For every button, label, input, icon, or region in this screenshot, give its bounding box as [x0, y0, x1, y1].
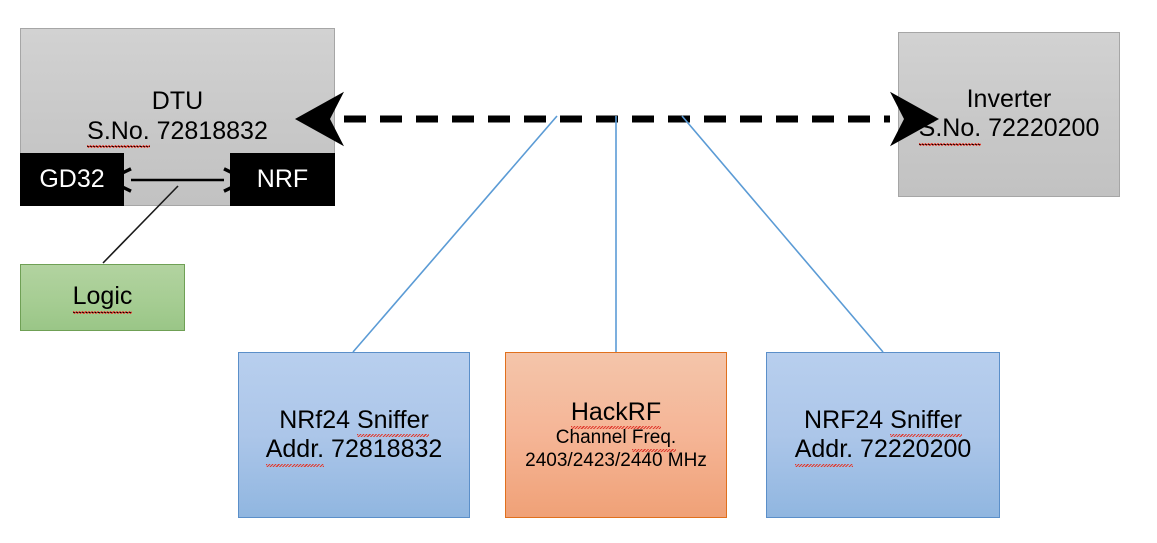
sniffer-left-kind: Sniffer — [357, 405, 429, 437]
hackrf-channel-word: Channel — [555, 427, 632, 449]
sniffer-left-model: NRf24 — [279, 405, 357, 434]
sniffer-right-addr-space — [853, 435, 860, 463]
sniffer-left-addr-prefix: Addr. — [265, 435, 325, 466]
link-sniffer-right-tap — [681, 115, 884, 353]
sniffer-right-line1: NRF24 Sniffer — [804, 405, 962, 437]
hackrf-frequencies: 2403/2423/2440 MHz — [525, 449, 707, 471]
node-nrf[interactable]: NRF — [230, 153, 335, 206]
logic-label: Logic — [72, 282, 133, 314]
inverter-serial-prefix: S.No. — [918, 114, 982, 145]
hackrf-title: HackRF — [570, 397, 662, 429]
sniffer-right-line2: Addr. 72220200 — [794, 435, 972, 466]
inverter-serial-number: 72220200 — [988, 114, 1100, 142]
sniffer-right-addr-prefix: Addr. — [794, 435, 854, 466]
gd32-label: GD32 — [39, 164, 105, 193]
node-sniffer-left[interactable]: NRf24 Sniffer Addr. 72818832 — [238, 352, 470, 518]
link-sniffer-left-tap — [352, 115, 558, 353]
dtu-serial-value — [150, 117, 157, 145]
dtu-title: DTU — [151, 87, 204, 115]
node-sniffer-right[interactable]: NRF24 Sniffer Addr. 72220200 — [766, 352, 1000, 518]
inverter-title: Inverter — [966, 84, 1052, 113]
sniffer-right-addr-value: 72220200 — [860, 435, 972, 463]
hackrf-title-wrap: HackRF — [570, 397, 662, 429]
sniffer-right-kind: Sniffer — [890, 405, 962, 437]
node-hackrf[interactable]: HackRF Channel Freq. 2403/2423/2440 MHz — [505, 352, 727, 518]
node-logic[interactable]: Logic — [20, 264, 185, 331]
sniffer-right-model: NRF24 — [804, 405, 891, 434]
dtu-serial: S.No. 72818832 — [87, 117, 268, 148]
sniffer-left-addr-space — [324, 435, 331, 463]
sniffer-left-line1: NRf24 Sniffer — [279, 405, 429, 437]
logic-label-wrap: Logic — [72, 282, 133, 314]
nrf-label: NRF — [256, 164, 309, 193]
sniffer-left-addr-value: 72818832 — [331, 435, 443, 463]
inverter-serial: S.No. 72220200 — [918, 114, 1100, 145]
dtu-serial-number: 72818832 — [156, 116, 268, 145]
hackrf-freq-word: Freq. — [631, 427, 677, 453]
dtu-serial-prefix: S.No. — [87, 117, 150, 148]
node-gd32[interactable]: GD32 — [20, 153, 124, 206]
hackrf-sub1: Channel Freq. — [555, 427, 677, 453]
sniffer-left-line2: Addr. 72818832 — [265, 435, 443, 466]
node-inverter[interactable]: Inverter S.No. 72220200 — [898, 32, 1120, 197]
